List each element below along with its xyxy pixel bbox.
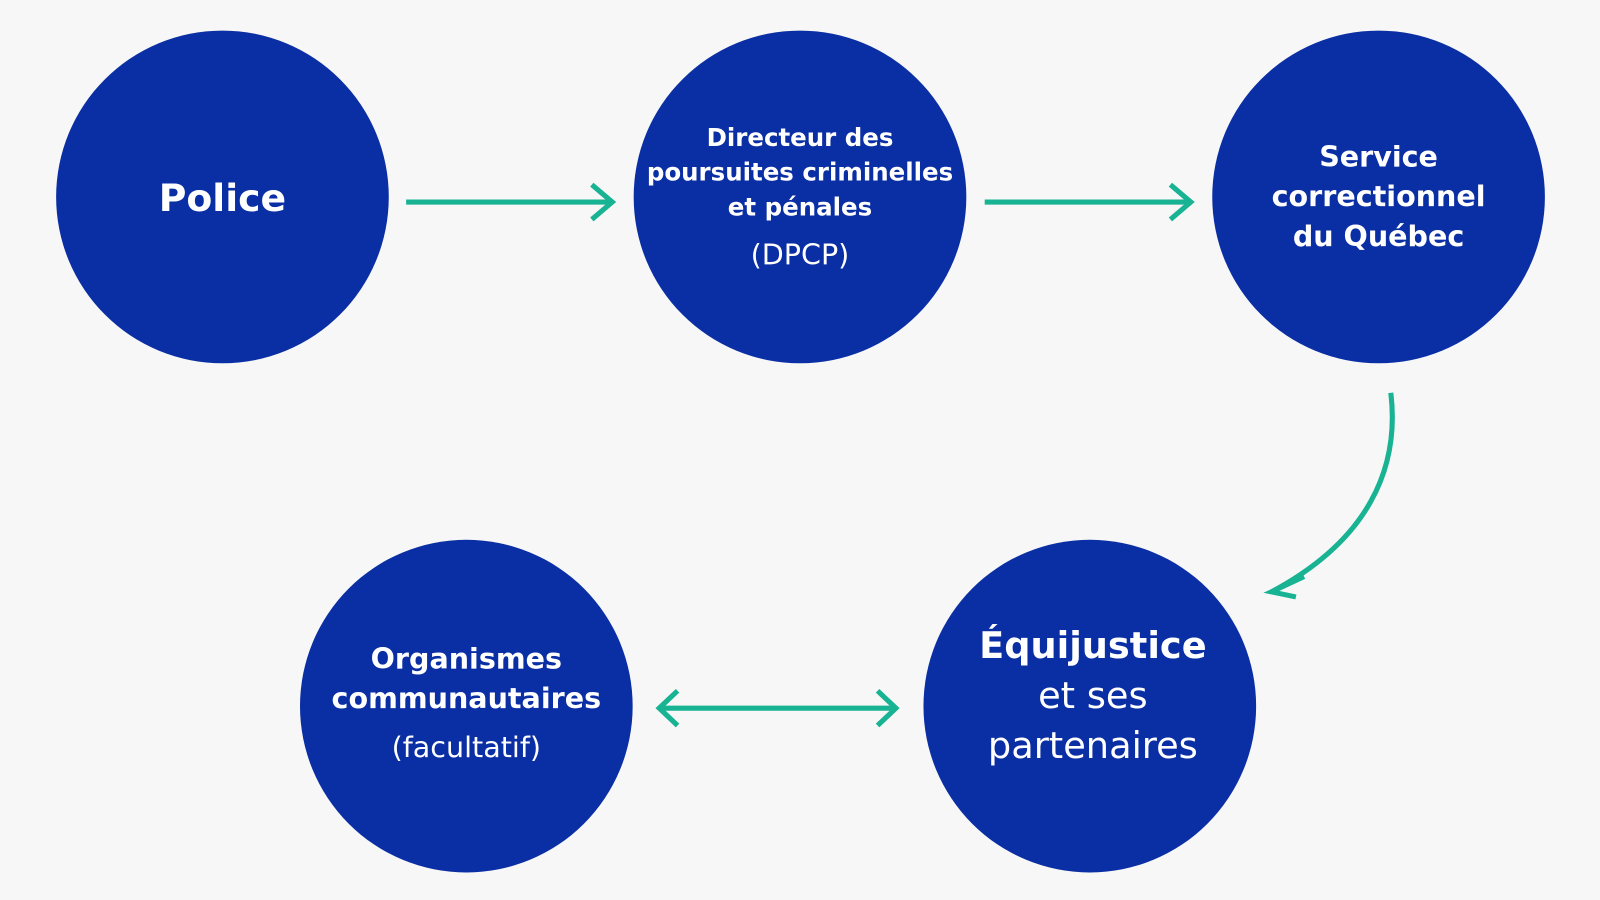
arrow-police-to-dpcp — [406, 182, 617, 222]
node-label-line1: Équijustice — [979, 623, 1206, 667]
node-label-line2: poursuites criminelles — [647, 158, 953, 187]
node-circle — [1212, 30, 1545, 364]
node-police: Police — [56, 30, 389, 364]
node-label-line1: Directeur des — [707, 123, 894, 152]
node-label-line1: Service — [1319, 139, 1438, 173]
node-dpcp: Directeur des poursuites criminelles et … — [633, 30, 967, 364]
node-label-line3: partenaires — [988, 724, 1198, 767]
node-circle — [56, 30, 389, 364]
node-label-line3: (facultatif) — [392, 730, 541, 764]
arrow-dpcp-to-scq — [984, 182, 1195, 222]
node-organismes: Organismes communautaires (facultatif) — [300, 539, 633, 873]
node-circle — [923, 539, 1257, 873]
node-circle — [300, 539, 633, 873]
node-circle — [633, 30, 967, 364]
node-label-line1: Organismes — [371, 641, 562, 675]
node-label-line3: et pénales — [728, 192, 872, 221]
node-label-line3: du Québec — [1293, 219, 1464, 253]
node-equijustice: Équijustice et ses partenaires — [923, 539, 1257, 873]
node-label-line4: (DPCP) — [751, 237, 850, 271]
node-service-correctionnel: Service correctionnel du Québec — [1212, 30, 1545, 364]
node-label-line2: correctionnel — [1272, 179, 1486, 213]
node-label-line2: communautaires — [332, 681, 602, 715]
arrow-bidirectional-organismes-equijustice — [655, 688, 900, 728]
node-label-line2: et ses — [1038, 674, 1148, 717]
arrow-scq-to-equijustice — [1263, 392, 1395, 600]
node-label: Police — [159, 176, 286, 220]
